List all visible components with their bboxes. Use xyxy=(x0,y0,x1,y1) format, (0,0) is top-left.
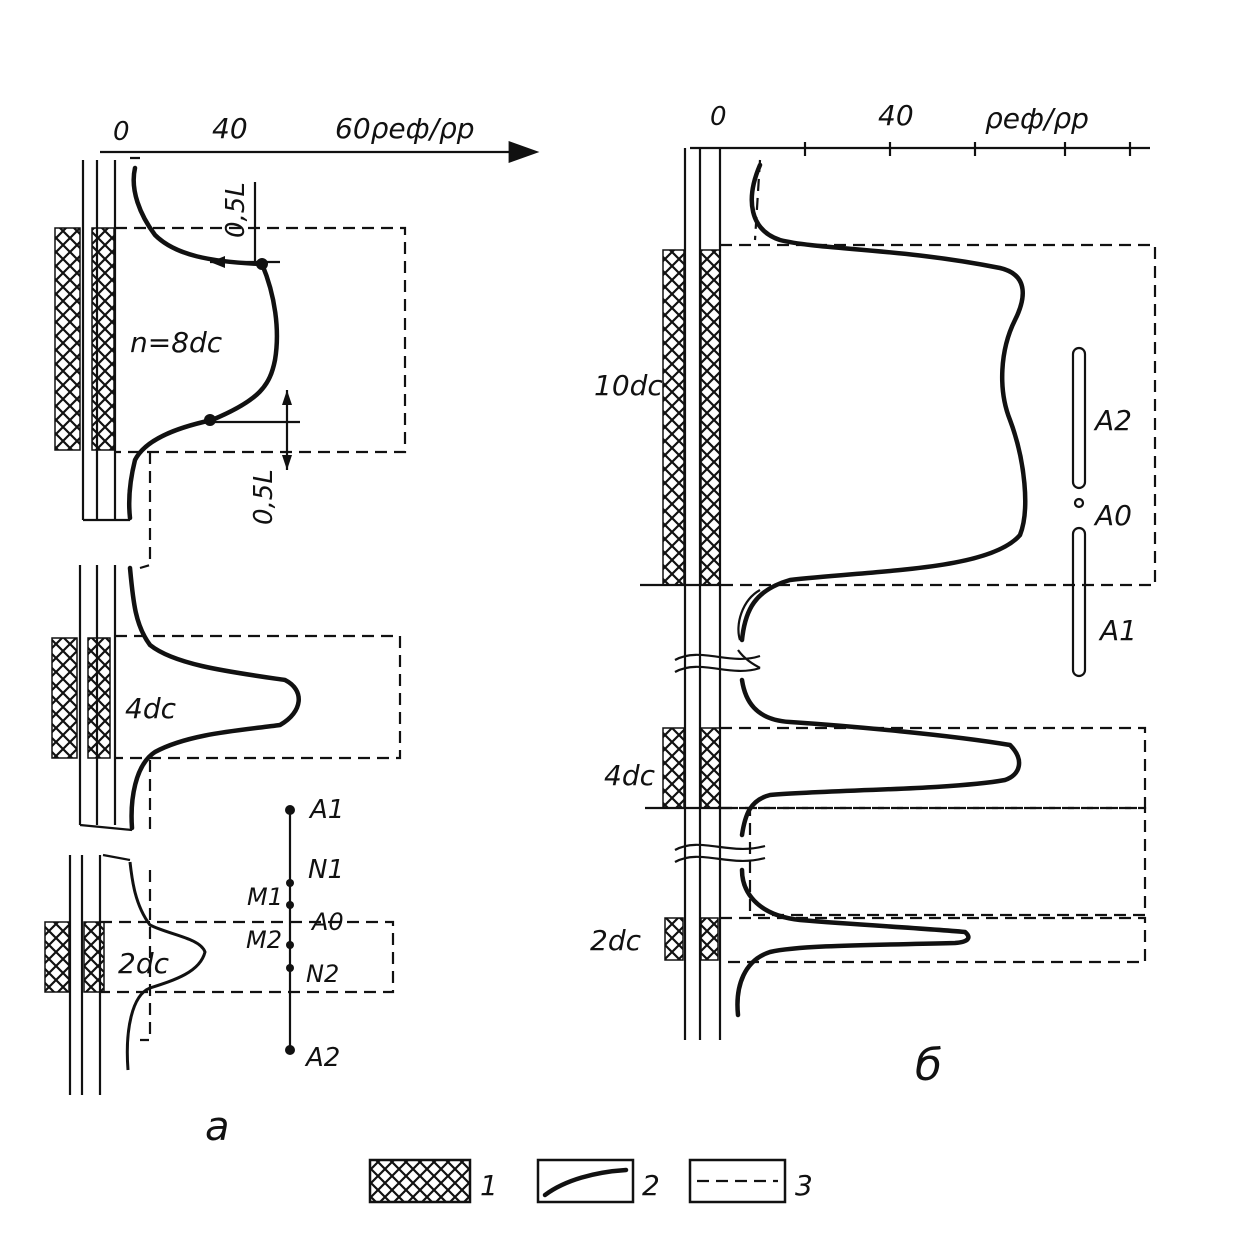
hatched-layer-8dc-inner xyxy=(91,227,115,451)
electrode-bar-A1 xyxy=(1071,526,1087,678)
curve-2dc-b xyxy=(735,867,971,1018)
hatched-layer-2dc-b-outer xyxy=(664,917,684,961)
caption-a: а xyxy=(205,1104,230,1150)
hatched-layer-4dc-inner xyxy=(87,637,111,759)
dashed-box-8dc xyxy=(115,226,407,454)
label-2dc-a: 2dc xyxy=(118,947,170,980)
electrode-A0-a: A0 xyxy=(310,908,344,936)
axis-unit-a: 60ρеф/ρр xyxy=(335,112,475,145)
electrode-point-A0 xyxy=(1073,497,1085,509)
electrode-A1-a: A1 xyxy=(308,795,344,825)
hatched-layer-2dc-inner xyxy=(83,921,105,993)
dashed-box-4dc xyxy=(115,634,402,760)
label-n8dc: n=8dc xyxy=(130,326,223,359)
legend-swatch-hatch xyxy=(368,1158,472,1204)
panel-a: 0 40 60ρеф/ρр xyxy=(44,112,540,1150)
tick-0-a: 0 xyxy=(113,117,130,147)
hatched-layer-2dc-b-inner xyxy=(700,917,719,961)
borehole-b xyxy=(640,148,766,1040)
tick-40-a: 40 xyxy=(212,112,248,145)
electrode-A2-b: A2 xyxy=(1093,404,1132,437)
dashed-box-10dc xyxy=(720,243,1157,587)
dashed-box-2dc-upper xyxy=(720,806,1147,917)
label-4dc-b: 4dc xyxy=(604,759,656,792)
dashed-box-2dc xyxy=(100,920,395,994)
legend: 1 2 3 xyxy=(368,1158,813,1204)
probe-array-b: A2 A0 A1 xyxy=(1071,346,1137,678)
legend-solid-line xyxy=(542,1167,629,1198)
legend-key-1: 1 xyxy=(480,1169,498,1202)
half-length-bottom-label: 0,5L xyxy=(249,469,279,525)
dashed-true-curve-b xyxy=(753,159,762,241)
hatched-layer-4dc-outer xyxy=(51,637,78,759)
curve-transition-b xyxy=(737,589,761,669)
hatched-layer-10dc-outer xyxy=(662,249,685,586)
legend-key-3: 3 xyxy=(795,1169,813,1202)
curve-2dc xyxy=(125,861,207,1071)
electrode-M1-a: M1 xyxy=(247,883,283,911)
electrode-A0-b: A0 xyxy=(1093,499,1132,532)
electrode-A1-b: A1 xyxy=(1098,614,1137,647)
curve-10dc xyxy=(739,162,1028,643)
axis-unit-b: ρеф/ρр xyxy=(985,102,1089,135)
tick-40-b: 40 xyxy=(878,99,914,132)
borehole-a xyxy=(68,160,133,1095)
tick-0-b: 0 xyxy=(710,102,727,132)
legend-swatch-dashed xyxy=(688,1158,787,1204)
curve-4dc-b xyxy=(739,677,1022,838)
label-2dc-b: 2dc xyxy=(590,924,642,957)
electrode-N1-a: N1 xyxy=(308,855,344,885)
hatched-layer-8dc-outer xyxy=(54,227,81,451)
electrode-N2-a: N2 xyxy=(306,960,339,988)
label-10dc: 10dc xyxy=(594,369,663,402)
electrode-bar-A2 xyxy=(1071,346,1087,490)
dashed-box-2dc-b xyxy=(720,916,1147,964)
dashed-true-curve-a xyxy=(130,156,152,1042)
hatched-layer-2dc-outer xyxy=(44,921,70,993)
hatched-layer-10dc-inner xyxy=(700,249,721,586)
legend-key-2: 2 xyxy=(642,1169,660,1202)
half-length-top-label: 0,5L xyxy=(221,182,251,238)
caption-b: б xyxy=(915,1040,942,1091)
hatched-layer-4dc-b-outer xyxy=(662,727,685,809)
panel-b: 0 40 ρеф/ρр 10d xyxy=(590,99,1157,1091)
probe-array-a: A1 N1 M1 A0 M2 N2 A2 xyxy=(246,795,344,1073)
curve-4dc xyxy=(127,565,301,831)
hatched-layer-4dc-b-inner xyxy=(700,727,721,809)
legend-swatch-solid xyxy=(536,1158,635,1204)
electrode-M2-a: M2 xyxy=(246,926,282,954)
electrode-A2-a: A2 xyxy=(304,1043,340,1073)
label-4dc-a: 4dc xyxy=(125,692,177,725)
curve-8dc xyxy=(126,165,280,521)
